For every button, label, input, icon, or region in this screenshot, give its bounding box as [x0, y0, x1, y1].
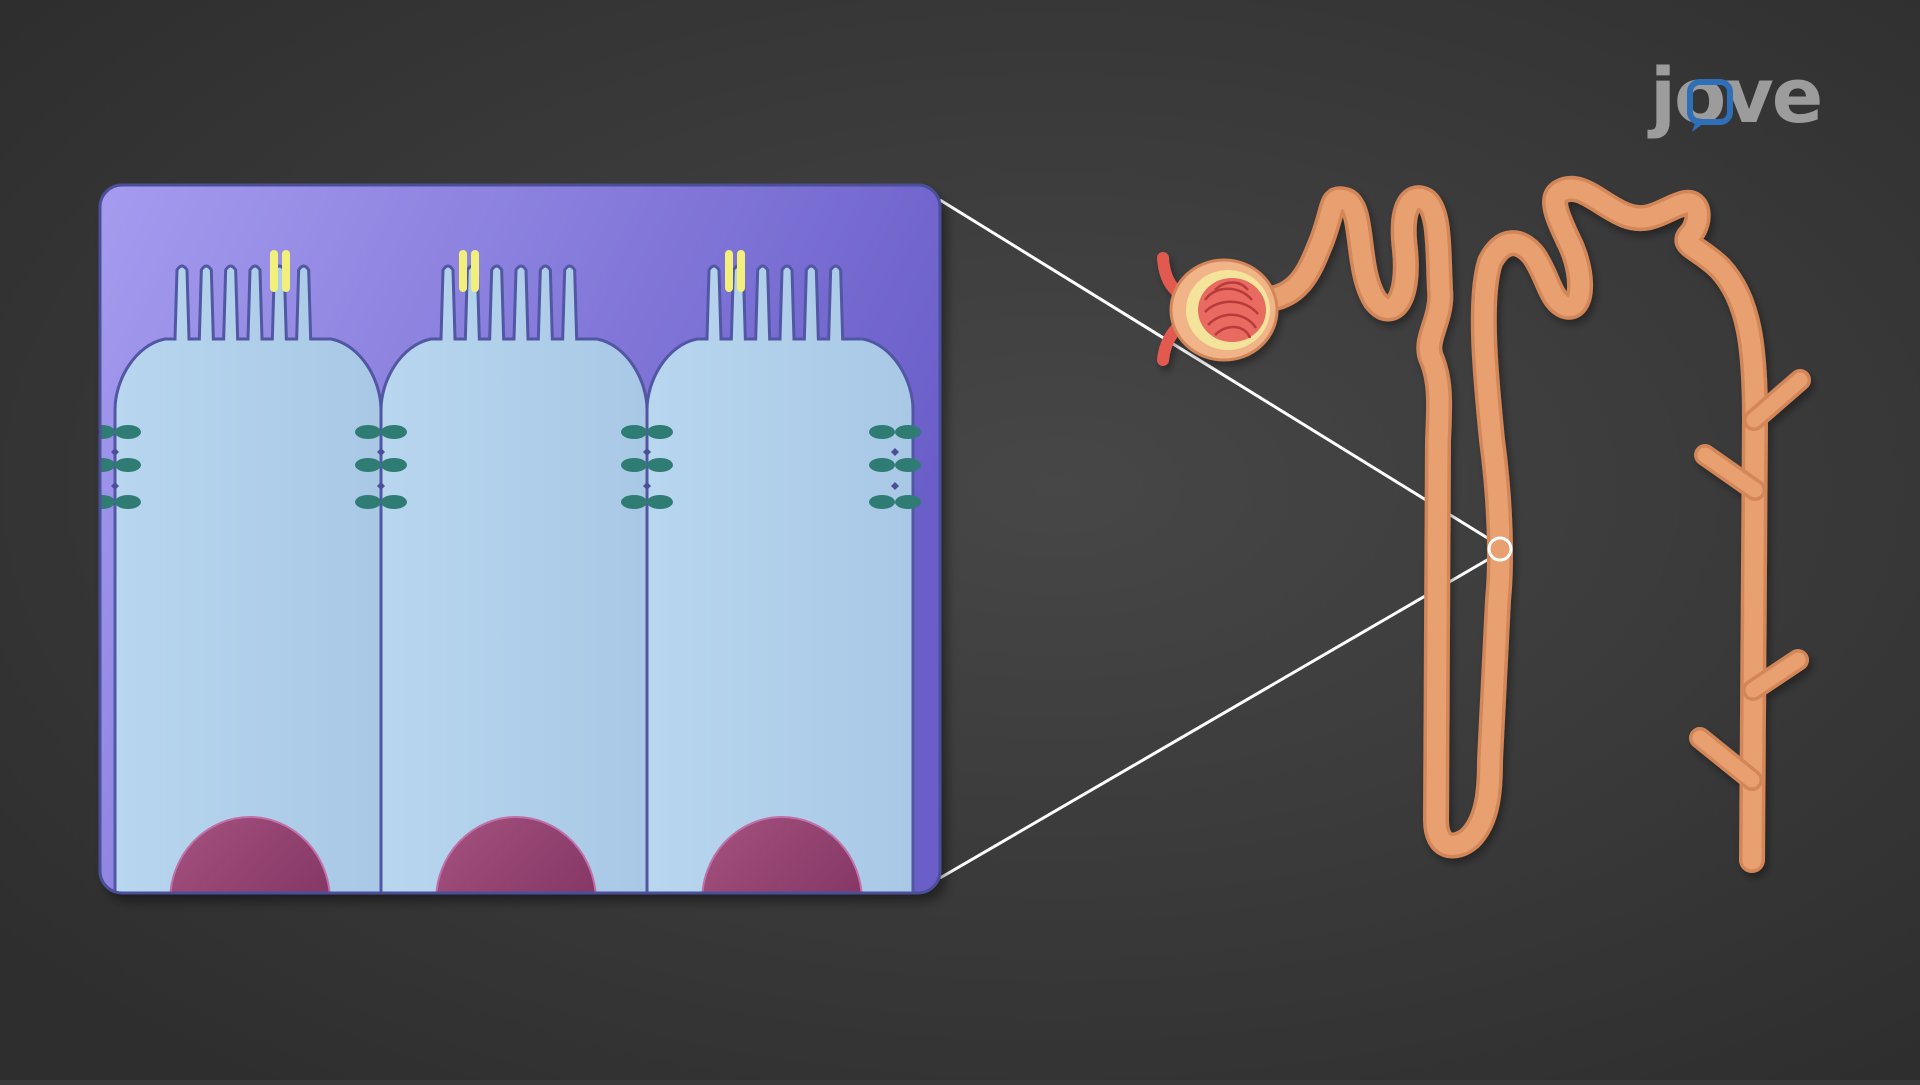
junction-protein	[869, 495, 895, 509]
nucleus	[169, 816, 331, 893]
ion-channel-subunit	[459, 250, 467, 292]
junction-protein	[355, 495, 381, 509]
junction-protein	[869, 458, 895, 472]
nephron	[1157, 175, 1811, 873]
panel-border	[98, 183, 942, 895]
junction-protein	[381, 495, 407, 509]
collecting-duct-branches	[1689, 369, 1811, 791]
junction-link	[643, 448, 651, 490]
zoom-line-top	[939, 198, 1495, 544]
ion-channel-subunit	[725, 250, 733, 292]
ion-channel-subunit	[270, 250, 278, 292]
junction-protein	[100, 458, 115, 472]
glomerulus	[1198, 278, 1266, 342]
junction-protein	[647, 425, 673, 439]
epithelium-panel-contents	[100, 185, 940, 893]
tubule-fill	[1252, 179, 1765, 870]
junction-protein	[895, 425, 921, 439]
nephron-tubule	[1249, 175, 1768, 873]
epithelial-cell	[113, 264, 383, 893]
junction-protein	[381, 425, 407, 439]
ion-channel-subunit	[282, 250, 290, 292]
junction-protein	[355, 458, 381, 472]
junction-protein	[869, 425, 895, 439]
nucleus	[435, 816, 597, 893]
junction-protein	[895, 458, 921, 472]
junction-protein	[115, 458, 141, 472]
zoom-line-bottom	[939, 554, 1495, 880]
junction-protein	[621, 425, 647, 439]
jove-logo: jove	[1647, 51, 1823, 140]
zoom-lines	[939, 198, 1495, 880]
ion-channel-subunit	[471, 250, 479, 292]
junction-protein	[381, 458, 407, 472]
epithelial-cells	[100, 250, 921, 893]
junction-link	[111, 448, 119, 490]
junction-protein	[647, 495, 673, 509]
zoom-target-circle	[1487, 536, 1513, 562]
junction-protein	[647, 458, 673, 472]
junction-link	[377, 448, 385, 490]
junction-link	[891, 448, 899, 490]
junction-protein	[100, 495, 115, 509]
epithelial-cell	[645, 264, 915, 893]
nucleus	[701, 816, 863, 893]
logo-text: jove	[1647, 51, 1821, 140]
bowmans-capsule	[1169, 258, 1279, 362]
junction-protein	[115, 425, 141, 439]
junction-protein	[621, 458, 647, 472]
junction-protein	[895, 495, 921, 509]
ion-channel-subunit	[737, 250, 745, 292]
junction-protein	[621, 495, 647, 509]
junction-protein	[100, 425, 115, 439]
epithelial-cell	[379, 264, 649, 893]
junction-protein	[115, 495, 141, 509]
junction-protein	[355, 425, 381, 439]
logo-chat-bubble-icon	[1687, 79, 1733, 132]
